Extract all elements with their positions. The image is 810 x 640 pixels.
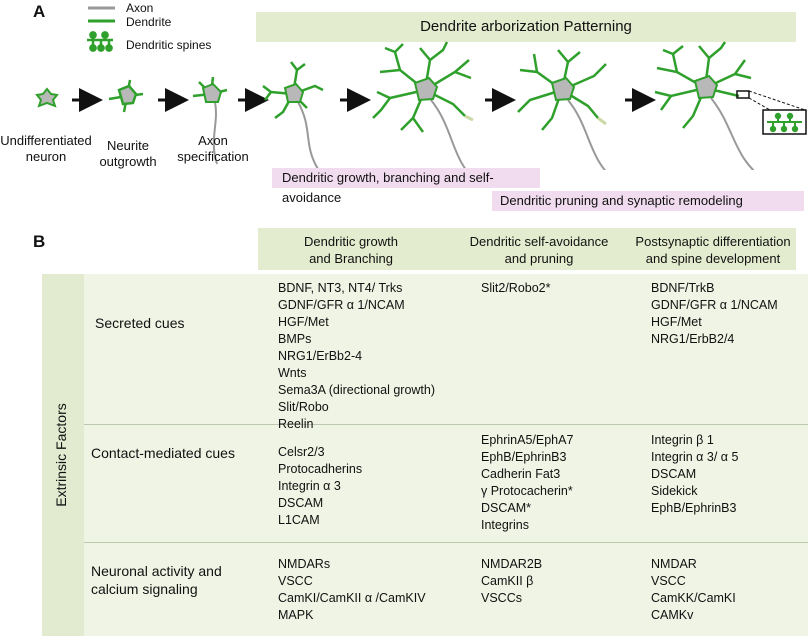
list-item: DSCAM* — [481, 501, 532, 515]
list-item: CamKI/CamKII α /CamKIV — [278, 591, 426, 605]
list-item: Wnts — [278, 366, 307, 380]
cell-activity-postsynaptic: NMDAR VSCC CamKK/CamKI CAMKv — [651, 556, 736, 624]
list-item: Protocadherins — [278, 462, 363, 476]
row-title-secreted: Secreted cues — [95, 315, 185, 331]
undifferentiated-neuron-icon — [35, 87, 59, 108]
axon-specification-neuron-icon — [192, 76, 228, 165]
row-title-activity: Neuronal activity and calcium signaling — [91, 563, 222, 597]
list-item: NMDAR — [651, 557, 697, 571]
cell-contact-self-avoidance: EphrinA5/EphA7 EphB/EphrinB3 Cadherin Fa… — [481, 432, 573, 534]
list-item: Integrin β 1 — [651, 433, 714, 447]
list-item: CamKII β — [481, 574, 534, 588]
column-header-postsynaptic: Postsynaptic differentiation and spine d… — [635, 234, 791, 266]
row-title-contact: Contact-mediated cues — [91, 445, 235, 461]
list-item: L1CAM — [278, 513, 320, 527]
list-item: DSCAM — [651, 467, 697, 481]
list-item: GDNF/GFR α 1/NCAM — [278, 298, 405, 312]
list-item: BDNF/TrkB — [651, 281, 715, 295]
neurite-outgrowth-neuron-icon — [108, 79, 144, 113]
list-item: VSCC — [278, 574, 313, 588]
list-item: VSCCs — [481, 591, 522, 605]
list-item: EphB/EphrinB3 — [481, 450, 567, 464]
row-band-secreted — [84, 274, 808, 424]
extrinsic-factors-label: Extrinsic Factors — [53, 403, 69, 507]
list-item: Sidekick — [651, 484, 698, 498]
list-item: NMDARs — [278, 557, 331, 571]
list-item: Integrin α 3/ α 5 — [651, 450, 739, 464]
list-item: HGF/Met — [278, 315, 329, 329]
legend-spines-label: Dendritic spines — [126, 38, 212, 52]
legend-axon-label: Axon — [126, 1, 154, 15]
list-item: MAPK — [278, 608, 314, 622]
pruning-neuron-icon — [517, 49, 607, 170]
list-item: EphrinA5/EphA7 — [481, 433, 574, 447]
list-item: γ Protocacherin* — [481, 484, 573, 498]
cell-activity-self-avoidance: NMDAR2B CamKII β VSCCs — [481, 556, 542, 607]
list-item: Sema3A (directional growth) — [278, 383, 436, 397]
cell-secreted-postsynaptic: BDNF/TrkB GDNF/GFR α 1/NCAM HGF/Met NRG1… — [651, 280, 778, 348]
spine-inset-box — [762, 109, 807, 135]
column-header-self-avoidance: Dendritic self-avoidance and pruning — [469, 234, 609, 266]
list-item: Integrin α 3 — [278, 479, 341, 493]
list-item: Integrins — [481, 518, 529, 532]
panel-b-label: B — [33, 232, 46, 251]
list-item: Slit2/Robo2* — [481, 281, 551, 295]
list-item: NRG1/ErBb2-4 — [278, 349, 363, 363]
list-item: BDNF, NT3, NT4/ Trks — [278, 281, 403, 295]
cell-secreted-growth: BDNF, NT3, NT4/ Trks GDNF/GFR α 1/NCAM H… — [278, 280, 435, 433]
spines-legend-icon — [87, 31, 113, 52]
neuron-development-illustration — [35, 41, 807, 170]
early-arborization-neuron-icon — [262, 61, 324, 170]
list-item: NMDAR2B — [481, 557, 543, 571]
cell-contact-growth: Celsr2/3 Protocadherins Integrin α 3 DSC… — [278, 444, 362, 529]
cell-activity-growth: NMDARs VSCC CamKI/CamKII α /CamKIV MAPK — [278, 556, 426, 624]
list-item: BMPs — [278, 332, 312, 346]
phase-bar-pruning: Dendritic pruning and synaptic remodelin… — [492, 191, 804, 211]
extrinsic-factors-tab — [42, 274, 84, 636]
cell-secreted-self-avoidance: Slit2/Robo2* — [481, 280, 551, 297]
zoom-line-top — [748, 97, 771, 111]
list-item: CAMKv — [651, 608, 694, 622]
phase-bar-growth: Dendritic growth, branching and self-avo… — [272, 168, 540, 205]
dendrite-arborization-banner: Dendrite arborization Patterning — [256, 12, 796, 42]
stage-label-neurite-outgrowth: Neurite outgrowth — [99, 138, 157, 169]
list-item: Cadherin Fat3 — [481, 467, 561, 481]
row-divider-2 — [84, 542, 808, 543]
row-band-contact — [84, 425, 808, 542]
legend-dendrite-label: Dendrite — [126, 15, 172, 29]
list-item: Celsr2/3 — [278, 445, 325, 459]
legend-symbols — [87, 6, 115, 52]
list-item: NRG1/ErbB2/4 — [651, 332, 735, 346]
list-item: DSCAM — [278, 496, 324, 510]
list-item: HGF/Met — [651, 315, 702, 329]
list-item: EphB/EphrinB3 — [651, 501, 737, 515]
cell-contact-postsynaptic: Integrin β 1 Integrin α 3/ α 5 DSCAM Sid… — [651, 432, 738, 517]
zoom-line-bottom — [748, 90, 806, 111]
list-item: CamKK/CamKI — [651, 591, 736, 605]
branching-neuron-icon — [372, 41, 474, 170]
list-item: Slit/Robo — [278, 400, 329, 414]
list-item: Reelin — [278, 417, 314, 431]
stage-label-axon-specification: Axon specification — [177, 133, 249, 164]
panel-a-label: A — [33, 2, 46, 21]
list-item: GDNF/GFR α 1/NCAM — [651, 298, 778, 312]
stage-label-undifferentiated: Undifferentiated neuron — [0, 133, 92, 164]
row-band-activity — [84, 543, 808, 636]
column-header-band — [258, 228, 796, 270]
list-item: VSCC — [651, 574, 686, 588]
column-header-growth: Dendritic growth and Branching — [304, 234, 398, 266]
mature-neuron-icon — [654, 41, 755, 170]
row-divider-1 — [84, 424, 808, 425]
